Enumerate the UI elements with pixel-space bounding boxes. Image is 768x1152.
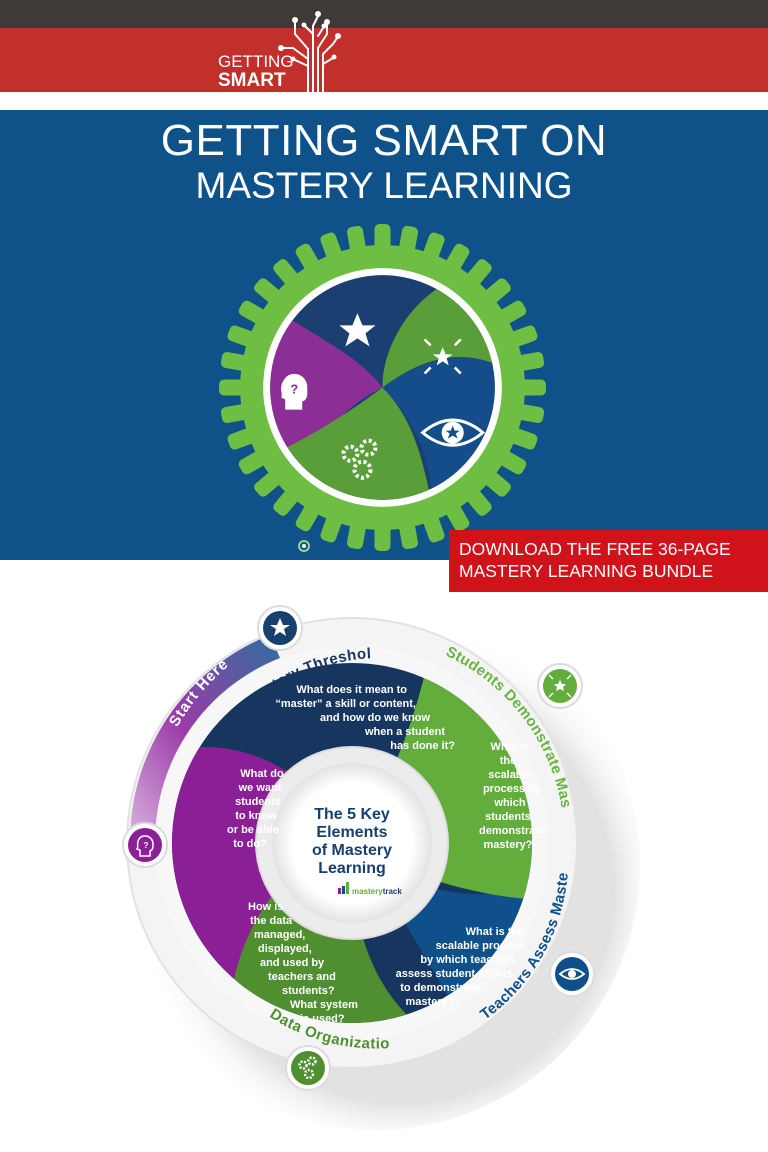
svg-text:What system: What system: [290, 999, 358, 1011]
star-icon: [339, 313, 376, 347]
svg-text:to know: to know: [235, 810, 277, 822]
question-mastery-thresholds: What does it mean to “master” a skill or…: [275, 684, 455, 752]
svg-text:displayed,: displayed,: [258, 943, 312, 955]
svg-text:scalable: scalable: [488, 769, 531, 781]
svg-text:by which teachers: by which teachers: [420, 954, 515, 966]
badge-gears-icon: [285, 1045, 331, 1091]
logo-line2: SMART: [218, 70, 286, 91]
svg-text:students?: students?: [282, 985, 335, 997]
svg-text:process by: process by: [483, 783, 542, 795]
svg-text:managed,: managed,: [254, 929, 305, 941]
svg-text:What do: What do: [240, 768, 284, 780]
svg-text:Learning: Learning: [318, 860, 386, 877]
svg-text:the data: the data: [250, 915, 293, 927]
arrows-out-star-icon: [423, 338, 462, 375]
logo-wordmark: GETTING SMART: [218, 53, 294, 90]
svg-text:masterytrack: masterytrack: [352, 887, 402, 896]
cta-line2: MASTERY LEARNING BUNDLE: [459, 561, 714, 581]
masterytrack-logo: masterytrack: [338, 882, 402, 896]
svg-text:?: ?: [144, 841, 149, 850]
mastery-gear-graphic: ?: [219, 224, 546, 551]
badge-arrows-out-star-icon: [537, 663, 583, 709]
cta-line1: DOWNLOAD THE FREE 36-PAGE: [459, 539, 731, 559]
circuit-tree-icon: [278, 11, 341, 92]
svg-text:when a student: when a student: [364, 726, 445, 738]
svg-text:demonstrate: demonstrate: [479, 825, 545, 837]
badge-head-question-icon: ?: [122, 822, 168, 868]
svg-text:The 5 Key: The 5 Key: [314, 806, 390, 823]
svg-text:is used?: is used?: [300, 1013, 345, 1025]
question-teachers-assess: What is the scalable process by which te…: [396, 926, 525, 1008]
svg-text:What does it mean to: What does it mean to: [296, 684, 407, 696]
svg-text:has done it?: has done it?: [390, 740, 455, 752]
svg-text:mastery?: mastery?: [484, 839, 533, 851]
svg-text:What is the: What is the: [466, 926, 525, 938]
download-bundle-button[interactable]: DOWNLOAD THE FREE 36-PAGE MASTERY LEARNI…: [449, 530, 768, 592]
badge-star-icon: [257, 605, 303, 651]
svg-text:to do?: to do?: [233, 838, 267, 850]
svg-text:we want: we want: [238, 782, 282, 794]
svg-text:or be able: or be able: [227, 824, 279, 836]
top-dark-band: [0, 0, 768, 28]
small-circle-decoration: [298, 540, 310, 552]
title-line2: MASTERY LEARNING: [195, 165, 573, 206]
badge-eye-star-icon: [549, 951, 595, 997]
wheel-center-title: The 5 Key Elements of Mastery Learning: [312, 806, 392, 877]
logo-line1: GETTING: [218, 52, 294, 71]
svg-text:How is: How is: [248, 901, 283, 913]
svg-text:to demonstrate: to demonstrate: [400, 982, 479, 994]
svg-text:Elements: Elements: [316, 824, 387, 841]
question-learning-objectives: What do we want students to know or be a…: [227, 768, 284, 850]
svg-text:“master” a skill or content,: “master” a skill or content,: [275, 698, 416, 710]
header-red-band: [0, 28, 768, 92]
question-students-demonstrate: What is the scalable process by which st…: [479, 741, 545, 851]
question-data-organization: How is the data managed, displayed, and …: [248, 901, 358, 1025]
eye-star-icon: [420, 418, 486, 447]
svg-text:students: students: [235, 796, 281, 808]
page-title: GETTING SMART ON MASTERY LEARNING: [0, 117, 768, 207]
five-elements-wheel: Start Here Learning Objectives Mastery T…: [100, 600, 640, 1130]
svg-text:and used by: and used by: [260, 957, 325, 969]
svg-text:mastery?: mastery?: [406, 996, 455, 1008]
title-line1: GETTING SMART ON: [160, 116, 608, 165]
svg-text:?: ?: [290, 382, 298, 397]
svg-text:of Mastery: of Mastery: [312, 842, 392, 859]
svg-text:teachers and: teachers and: [268, 971, 336, 983]
head-question-icon: ?: [281, 373, 308, 410]
svg-text:the: the: [500, 755, 517, 767]
svg-text:What is: What is: [490, 741, 529, 753]
svg-text:scalable process: scalable process: [436, 940, 525, 952]
svg-text:assess student efforts: assess student efforts: [396, 968, 513, 980]
svg-text:which: which: [493, 797, 525, 809]
svg-text:students: students: [485, 811, 531, 823]
header-divider: [0, 92, 768, 110]
svg-text:and how do we know: and how do we know: [320, 712, 430, 724]
